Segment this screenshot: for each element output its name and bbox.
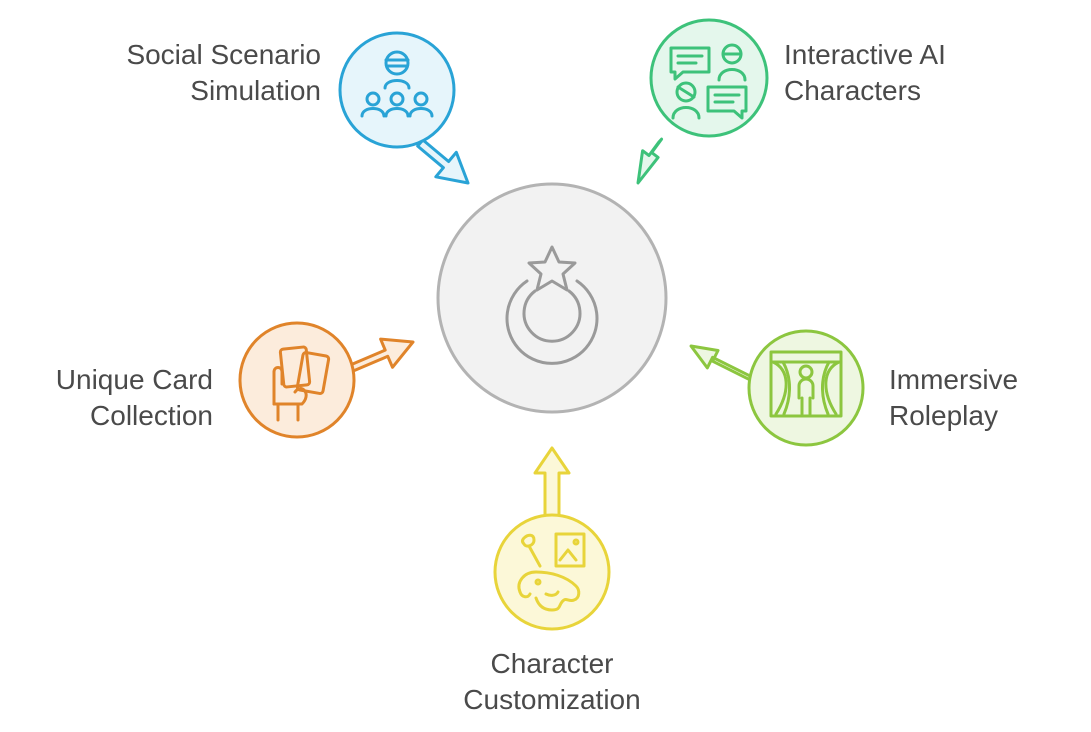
label-social-line-2: Simulation bbox=[190, 75, 321, 106]
label-interactive: Interactive AI Characters bbox=[784, 37, 946, 109]
arrow-customization bbox=[533, 446, 571, 520]
arrow-roleplay bbox=[689, 344, 756, 384]
label-cards-line-1: Unique Card bbox=[55, 364, 213, 395]
hand-cards-icon bbox=[272, 345, 331, 422]
label-cards-line-2: Collection bbox=[90, 400, 213, 431]
node-roleplay bbox=[689, 329, 865, 447]
label-cards: Unique Card Collection bbox=[56, 362, 213, 434]
label-interactive-line-2: Characters bbox=[784, 75, 921, 106]
arrow-social bbox=[416, 138, 470, 185]
paint-elephant-icon bbox=[517, 532, 586, 612]
label-customization: Character Customization bbox=[402, 646, 702, 718]
label-roleplay-line-2: Roleplay bbox=[889, 400, 998, 431]
label-customization-line-2: Customization bbox=[463, 684, 641, 715]
arrow-cards bbox=[344, 337, 415, 375]
theater-stage-icon bbox=[769, 350, 843, 418]
label-roleplay-line-1: Immersive bbox=[889, 364, 1019, 395]
label-roleplay: Immersive Roleplay bbox=[889, 362, 1018, 434]
label-customization-line-1: Character bbox=[490, 648, 614, 679]
node-cards bbox=[238, 321, 415, 439]
label-social: Social Scenario Simulation bbox=[126, 37, 321, 109]
label-social-line-1: Social Scenario bbox=[126, 39, 321, 70]
star-crescent-icon bbox=[505, 245, 599, 365]
node-customization bbox=[493, 446, 611, 631]
label-interactive-line-1: Interactive AI bbox=[784, 39, 946, 70]
arrow-interactive bbox=[636, 137, 664, 185]
chat-people-icon bbox=[669, 43, 748, 120]
group-leader-icon bbox=[360, 50, 434, 118]
center-node bbox=[436, 182, 668, 414]
node-interactive bbox=[636, 18, 769, 185]
node-social bbox=[338, 31, 470, 185]
